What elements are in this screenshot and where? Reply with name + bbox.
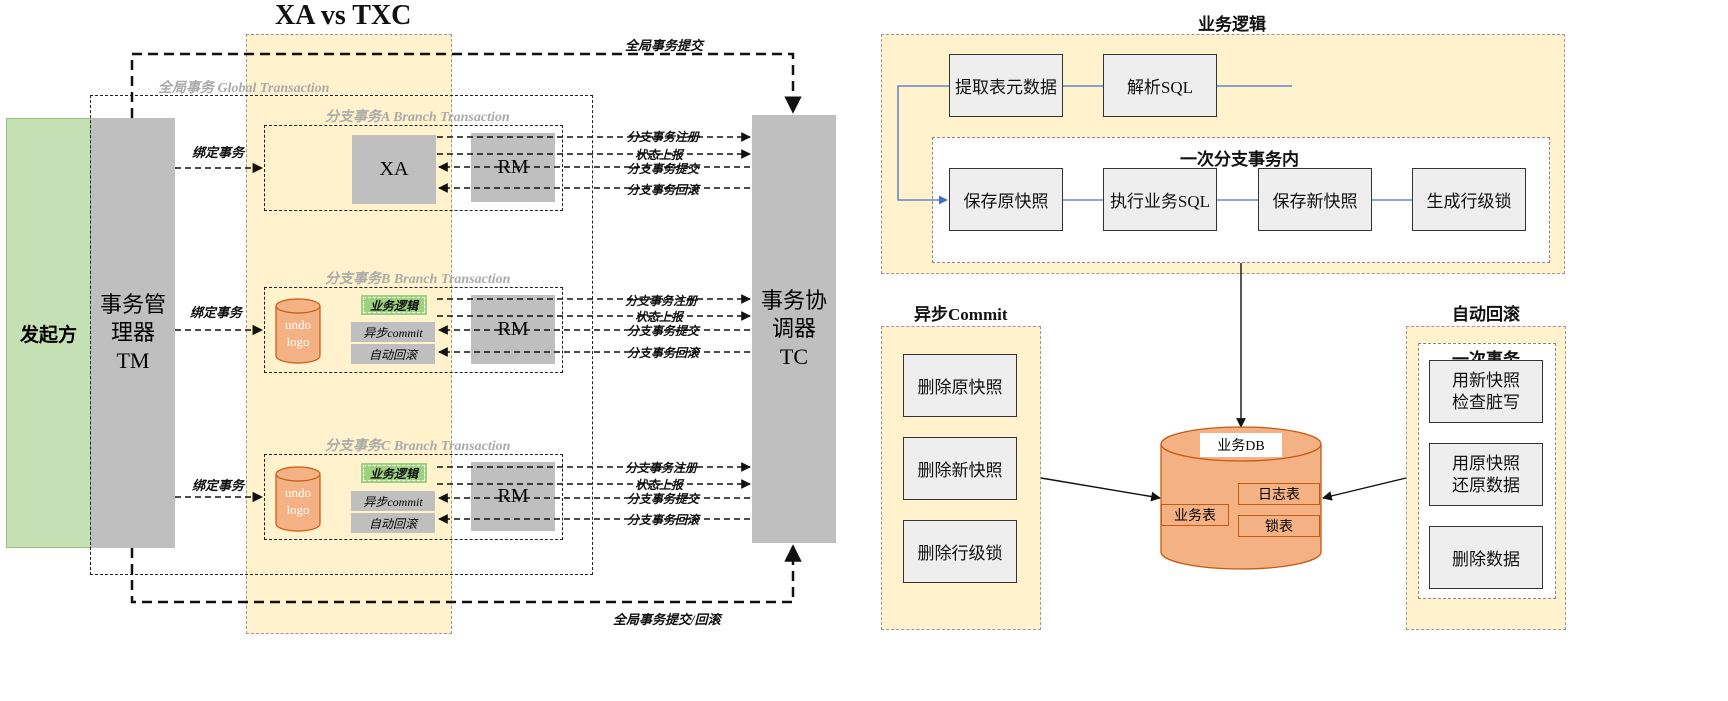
auto-rollback-chip-b: 自动回滚 bbox=[351, 344, 435, 364]
branch-a-frame bbox=[264, 125, 563, 211]
diagram-title: XA vs TXC bbox=[275, 0, 412, 31]
undo-cylinder-c bbox=[275, 466, 321, 532]
check-dirty-label: 用新快照 检查脏写 bbox=[1452, 370, 1520, 412]
meta-to-saveold-arrow bbox=[897, 85, 949, 205]
undo-log-label-b: undo logo bbox=[285, 317, 311, 349]
arrow-label-register-a: 分支事务注册 bbox=[627, 130, 700, 144]
branch-b-frame bbox=[264, 287, 563, 373]
branch-c-frame bbox=[264, 454, 563, 540]
del-lock-box: 删除行级锁 bbox=[903, 520, 1017, 583]
biz-logic-chip-b: 业务逻辑 bbox=[361, 295, 427, 315]
auto-rollback-chip-c: 自动回滚 bbox=[351, 513, 435, 533]
del-old-box: 删除原快照 bbox=[903, 354, 1017, 417]
tc-label: 事务协 调器 TC bbox=[760, 288, 827, 369]
undo-cylinder-b bbox=[275, 298, 321, 364]
arrow-label-commit-b: 分支事务提交 bbox=[627, 324, 700, 338]
global-commit-rollback-label: 全局事务提交/回滚 bbox=[613, 612, 721, 627]
bind-tx-label-a: 绑定事务 bbox=[192, 145, 245, 160]
extract-meta-box: 提取表元数据 bbox=[949, 54, 1063, 117]
tm-label: 事务管 理器 TM bbox=[99, 292, 166, 373]
restore-label: 用原快照 还原数据 bbox=[1452, 453, 1520, 495]
global-transaction-frame bbox=[90, 95, 593, 575]
rm-label-c: RM bbox=[497, 485, 529, 507]
restore-box: 用原快照 还原数据 bbox=[1429, 443, 1543, 506]
global-commit-rollback-arrow bbox=[130, 544, 802, 604]
arrow-label-report-b: 状态上报 bbox=[635, 310, 684, 324]
rm-label-a: RM bbox=[497, 156, 529, 178]
branch-b-label: 分支事务B Branch Transaction bbox=[325, 272, 511, 287]
async-to-db-arrow bbox=[1040, 477, 1161, 502]
global-commit-arrow bbox=[130, 52, 802, 118]
async-commit-title: 异步Commit bbox=[914, 305, 1008, 324]
arrow-label-rollback-a: 分支事务回滚 bbox=[627, 183, 700, 197]
initiator-block: 发起方 bbox=[6, 118, 91, 548]
del-data-box: 删除数据 bbox=[1429, 526, 1543, 589]
arrow-label-rollback-b: 分支事务回滚 bbox=[627, 346, 700, 360]
arrow-label-rollback-c: 分支事务回滚 bbox=[627, 513, 700, 527]
arrow-label-register-c: 分支事务注册 bbox=[625, 461, 698, 475]
save-new-box: 保存新快照 bbox=[1258, 168, 1372, 231]
gen-lock-box: 生成行级锁 bbox=[1412, 168, 1526, 231]
global-commit-label: 全局事务提交 bbox=[625, 38, 704, 53]
rm-label-b: RM bbox=[497, 318, 529, 340]
tm-block: 事务管 理器 TM bbox=[91, 118, 175, 548]
del-new-box: 删除新快照 bbox=[903, 437, 1017, 500]
arrow-label-report-c: 状态上报 bbox=[635, 478, 684, 492]
db-title: 业务DB bbox=[1200, 433, 1282, 457]
exec-sql-box: 执行业务SQL bbox=[1103, 168, 1217, 231]
biz-table: 业务表 bbox=[1161, 504, 1229, 526]
lock-table: 锁表 bbox=[1238, 515, 1320, 537]
parse-sql-box: 解析SQL bbox=[1103, 54, 1217, 117]
log-table: 日志表 bbox=[1238, 483, 1320, 505]
arrow-label-commit-a: 分支事务提交 bbox=[627, 162, 700, 176]
biz-logic-title: 业务逻辑 bbox=[1198, 15, 1266, 34]
arrow-label-report-a: 状态上报 bbox=[635, 148, 684, 162]
xa-block: XA bbox=[352, 135, 436, 204]
check-dirty-box: 用新快照 检查脏写 bbox=[1429, 360, 1543, 423]
auto-rollback-title: 自动回滚 bbox=[1452, 305, 1520, 324]
async-commit-chip-b: 异步commit bbox=[351, 322, 435, 342]
branch-a-label: 分支事务A Branch Transaction bbox=[325, 110, 510, 125]
initiator-label: 发起方 bbox=[19, 324, 77, 346]
arrow-label-register-b: 分支事务注册 bbox=[625, 294, 698, 308]
tc-block: 事务协 调器 TC bbox=[752, 115, 836, 543]
xa-label: XA bbox=[379, 158, 409, 180]
async-commit-chip-c: 异步commit bbox=[351, 491, 435, 511]
bind-tx-label-c: 绑定事务 bbox=[192, 478, 245, 493]
save-old-box: 保存原快照 bbox=[949, 168, 1063, 231]
biz-logic-chip-c: 业务逻辑 bbox=[361, 463, 427, 483]
arrow-label-commit-c: 分支事务提交 bbox=[627, 492, 700, 506]
branch-inner-title: 一次分支事务内 bbox=[1180, 150, 1299, 169]
branch-c-label: 分支事务C Branch Transaction bbox=[325, 439, 511, 454]
bind-tx-label-b: 绑定事务 bbox=[190, 305, 243, 320]
undo-log-label-c: undo logo bbox=[285, 485, 311, 517]
rollback-to-db-arrow bbox=[1322, 477, 1407, 501]
global-transaction-label: 全局事务 Global Transaction bbox=[158, 81, 330, 96]
